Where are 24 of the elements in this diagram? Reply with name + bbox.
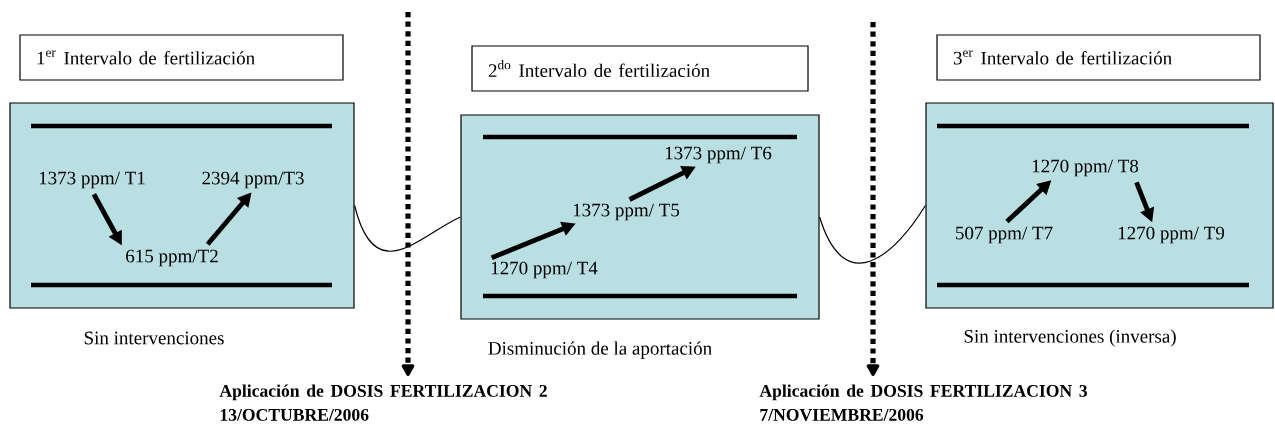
value-label: 507 ppm/ T7: [956, 226, 1053, 244]
title-box: 2$^{do}$ Intervalo de fertilización: [471, 45, 809, 92]
value-label: 615 ppm/T2: [126, 249, 218, 267]
date-note: Aplicación de DOSIS FERTILIZACION 3 7/NOVIEMBRE/2006: [759, 384, 1087, 421]
dotted-arrow: [401, 12, 415, 376]
date-note: Aplicación de DOSIS FERTILIZACION 2 13/OCTUBRE/2006: [219, 384, 547, 421]
title-box: 1$^{er}$ Intervalo de fertilización: [19, 34, 344, 81]
connector-curve: [354, 204, 461, 252]
panel-box: [925, 102, 1274, 309]
caption-text: Sin intervenciones: [84, 331, 224, 345]
caption-text: Sin intervenciones (inversa): [964, 329, 1176, 347]
value-label: 2394 ppm/T3: [202, 171, 304, 189]
value-label: 1373 ppm/ T1: [39, 171, 145, 189]
dotted-arrow: [866, 22, 880, 376]
panel-box: [460, 114, 820, 320]
value-label: 1373 ppm/ T6: [665, 146, 772, 164]
value-label: 1373 ppm/ T5: [573, 203, 680, 221]
value-label: 1270 ppm/ T9: [1118, 226, 1225, 244]
value-label: 1270 ppm/ T8: [1032, 159, 1139, 177]
connector-curve: [819, 204, 926, 264]
title-box: 3$^{er}$ Intervalo de fertilización: [936, 34, 1261, 81]
caption-text: Disminución de la aportación: [488, 341, 712, 359]
panel-box: [9, 102, 355, 309]
value-label: 1270 ppm/ T4: [491, 261, 598, 279]
